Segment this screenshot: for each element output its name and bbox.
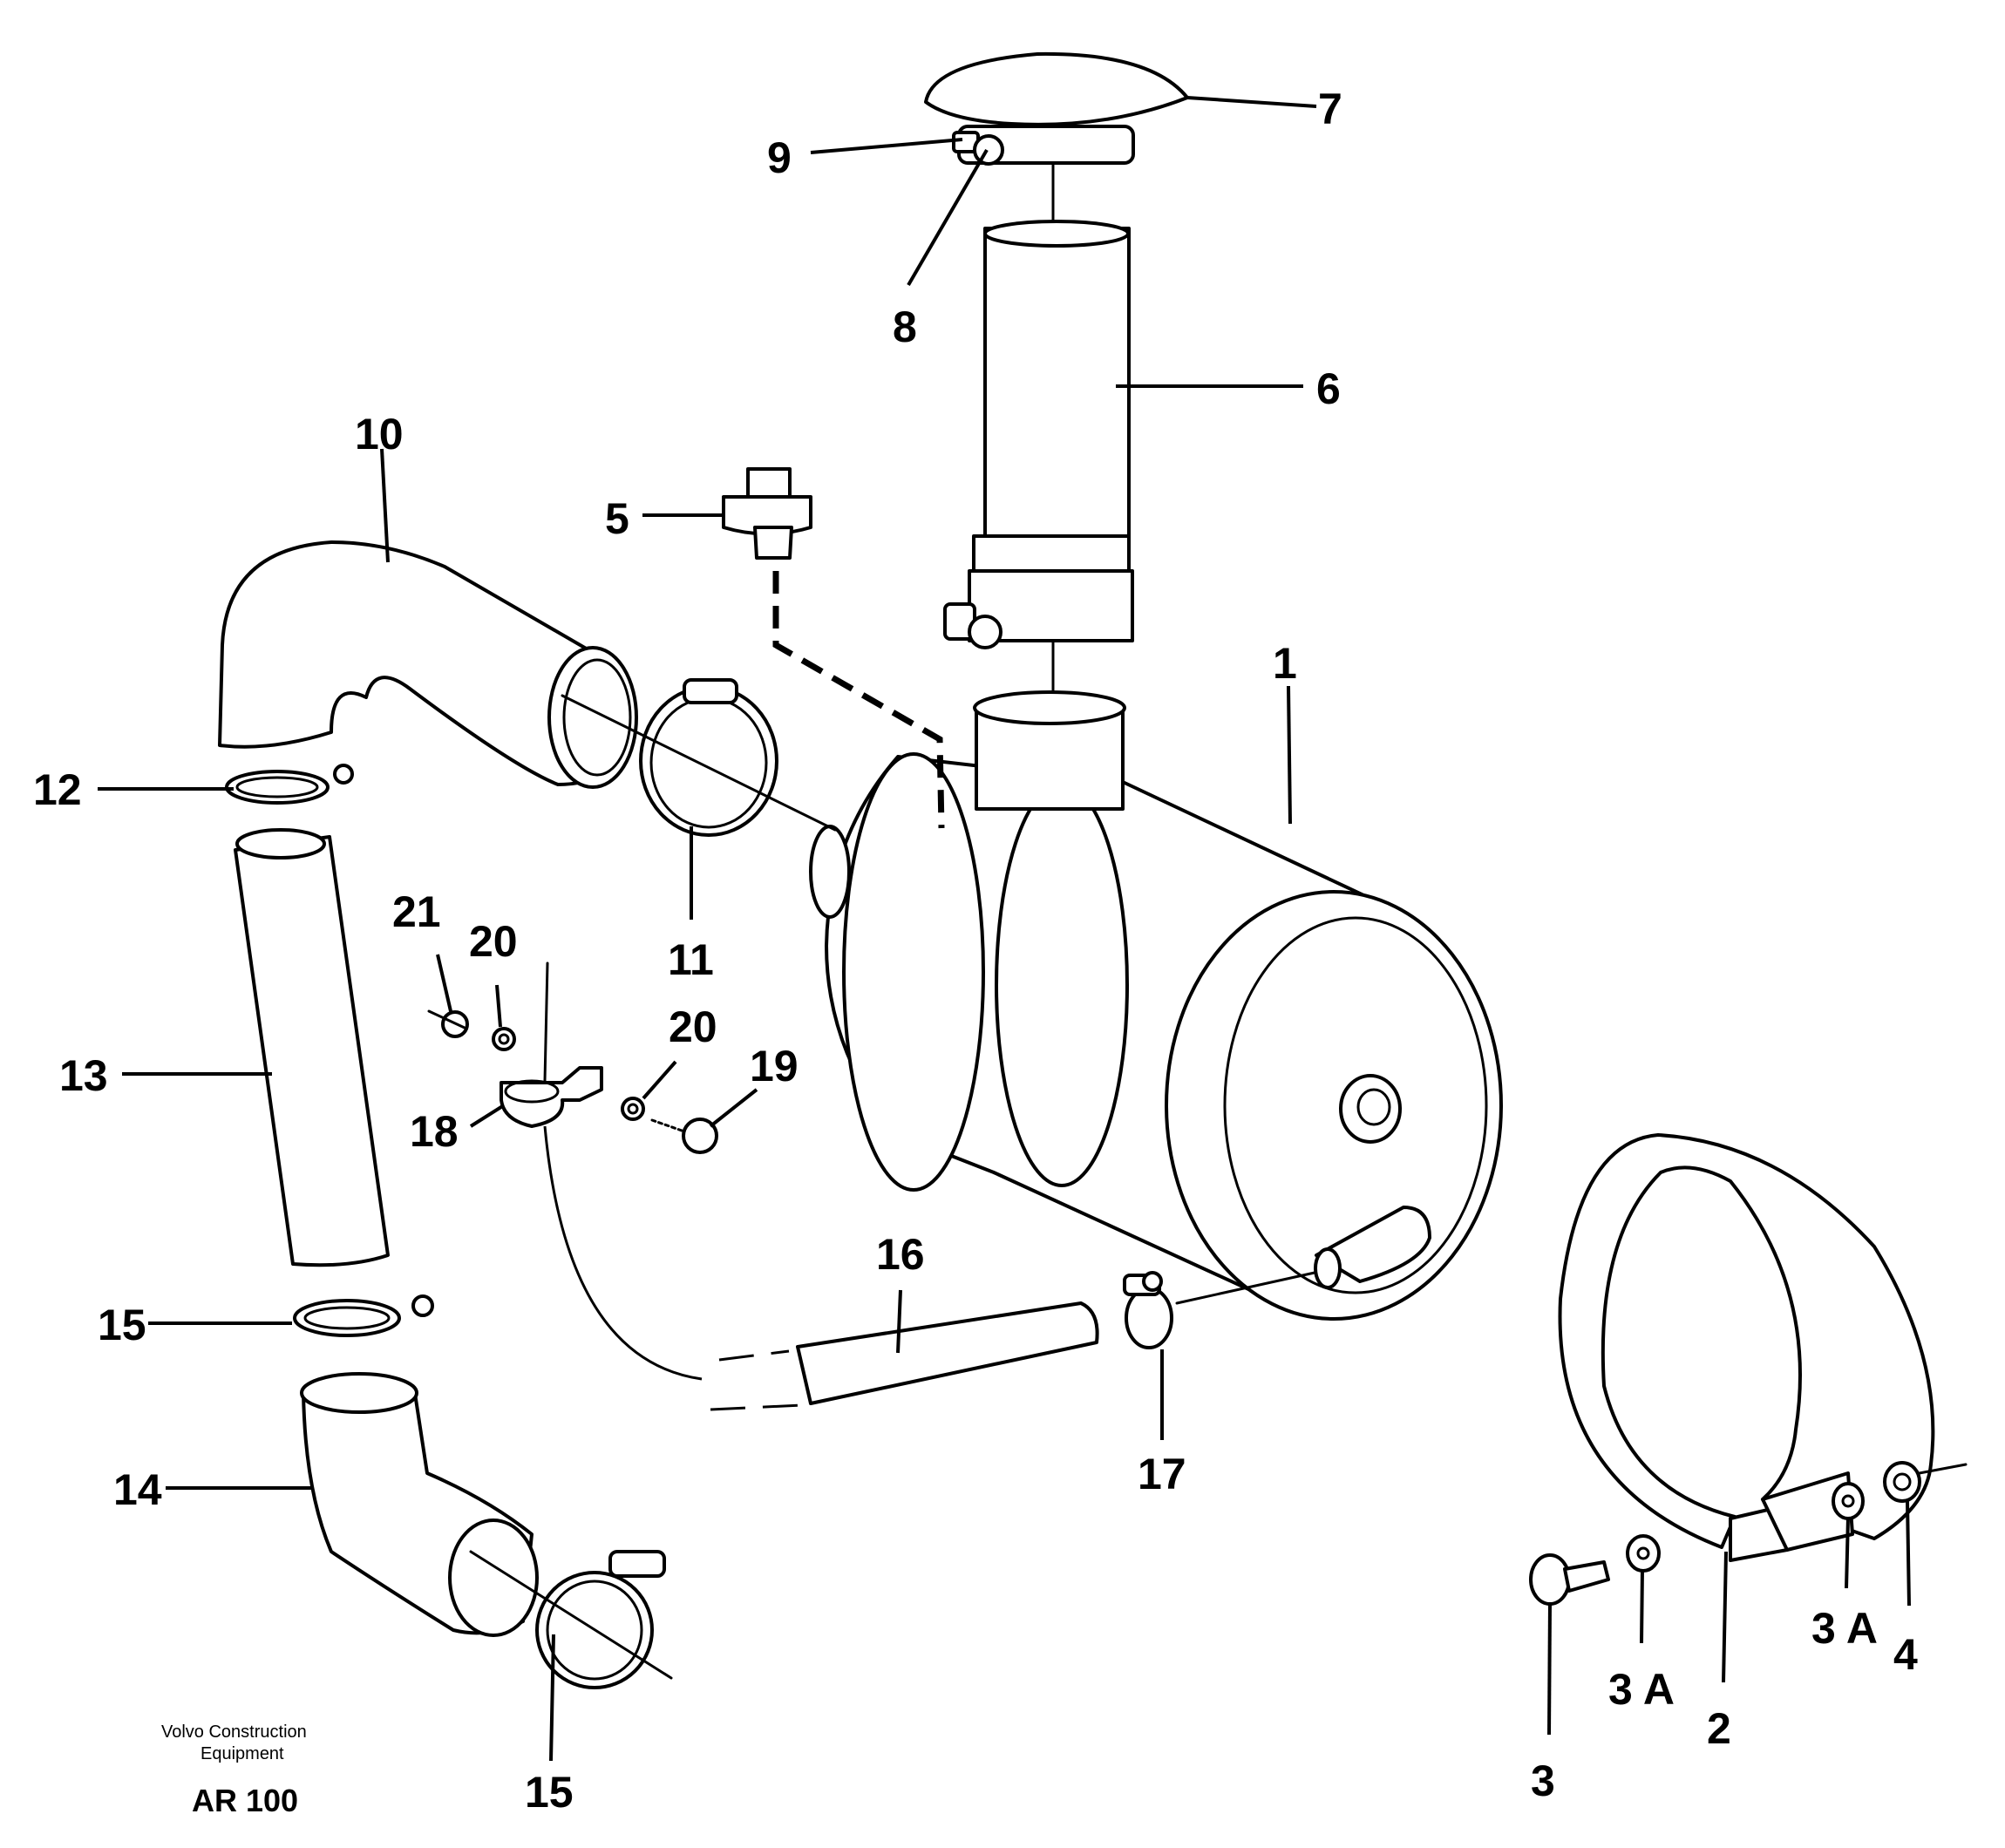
callout-18: 18 [410,1107,459,1156]
hose-clamp-15-upper [293,1294,434,1337]
callout-3: 3 [1531,1756,1555,1805]
callout-21: 21 [392,887,441,936]
nut-4 [1883,1461,1921,1503]
screw-19 [650,1118,718,1154]
inlet-pipe [943,220,1134,649]
leader-lines [98,96,1911,1762]
callout-17: 17 [1138,1450,1186,1498]
callout-20-lower: 20 [669,1002,717,1051]
callout-19: 19 [750,1042,799,1090]
callout-labels: 1 2 3 3 A 3 A 4 5 6 7 8 9 10 11 12 13 14… [33,85,1918,1817]
washer-20-lower [621,1097,645,1121]
callout-1: 1 [1273,639,1297,688]
callout-7: 7 [1318,85,1342,133]
callout-10: 10 [355,410,404,459]
callout-12: 12 [33,765,82,814]
callout-15-upper: 15 [98,1301,146,1349]
callout-9: 9 [767,133,792,182]
callout-20-upper: 20 [469,917,518,966]
air-cleaner-housing [809,690,1503,1321]
bracket-clip [500,1066,603,1128]
drain-hose [543,1125,1099,1411]
lower-elbow-hose [300,1372,539,1637]
callout-11: 11 [668,935,714,984]
hose-clamp-12 [225,764,354,805]
upper-elbow-hose [218,540,638,789]
service-indicator [722,467,812,560]
callout-6: 6 [1316,364,1341,413]
callout-5: 5 [605,494,629,543]
callout-4: 4 [1893,1630,1918,1679]
washer-3a-right [1832,1482,1865,1520]
washer-3a-left [1626,1534,1661,1573]
callout-3a-left: 3 A [1608,1665,1675,1714]
hose-clamp-large [639,678,778,837]
footer-code: AR 100 [192,1783,298,1818]
callout-2: 2 [1707,1704,1731,1753]
footer: Volvo Construction Equipment AR 100 [161,1722,307,1818]
callout-8: 8 [893,302,917,351]
callout-16: 16 [876,1230,925,1279]
straight-hose [234,828,390,1267]
callout-14: 14 [113,1465,162,1514]
callout-15-lower: 15 [525,1768,574,1817]
hose-clamp-15-lower [535,1550,666,1689]
mounting-strap [1558,1133,1935,1562]
footer-company-line1: Volvo Construction [161,1722,307,1742]
washer-20-upper [492,1027,516,1051]
callout-13: 13 [59,1051,108,1100]
footer-company-line2: Equipment [200,1744,284,1763]
bolt-3 [1529,1553,1610,1606]
hose-clamp-17 [1123,1271,1173,1349]
callout-3a-right: 3 A [1811,1604,1878,1653]
